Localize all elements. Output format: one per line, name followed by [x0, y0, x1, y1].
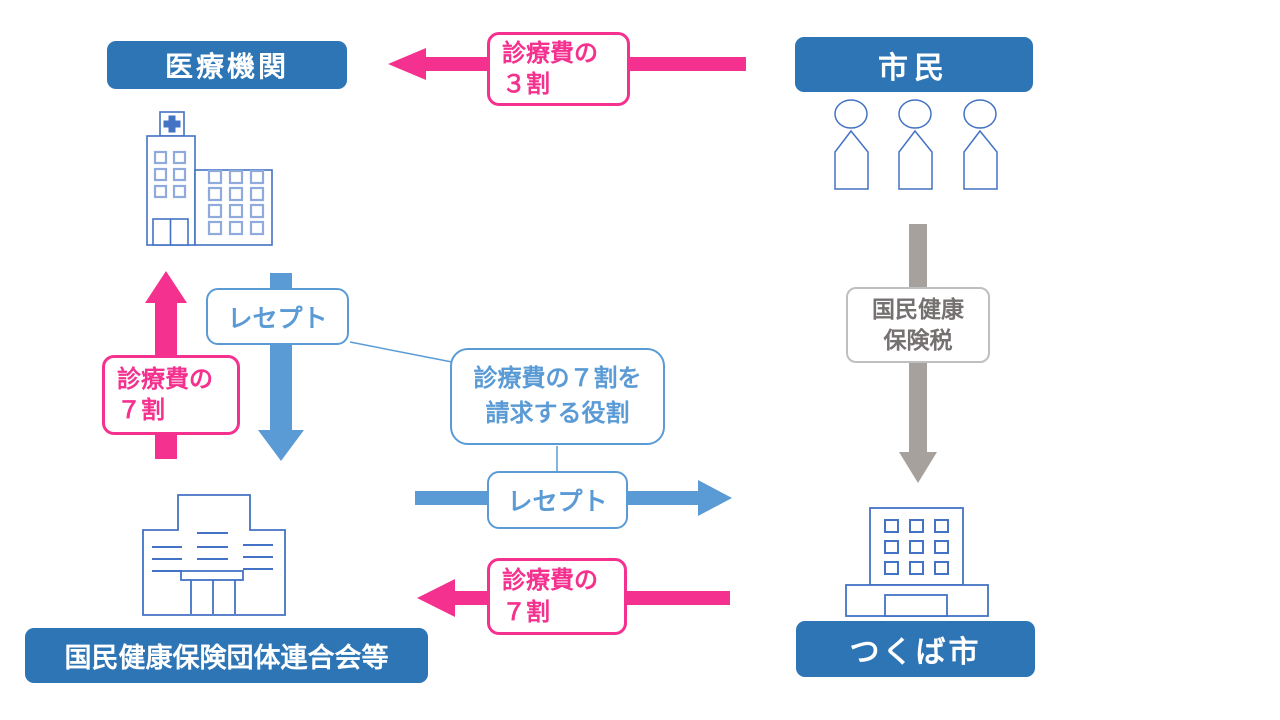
- fee-30-label-line2: ３割: [502, 71, 550, 98]
- fee-30-label-line1: 診療費の: [502, 39, 598, 67]
- fee-70-left-label: 診療費の ７割: [102, 355, 240, 435]
- fee-70-left-label-line1: 診療費の: [117, 365, 213, 393]
- insurance-tax-label: 国民健康 保険税: [846, 287, 990, 363]
- insurance-tax-label-line2: 保険税: [883, 327, 953, 353]
- hospital-icon: [146, 111, 273, 246]
- person-icon: [898, 99, 933, 190]
- city-hall-icon: [845, 507, 989, 617]
- callout-line-upper: [349, 341, 453, 363]
- node-tsukuba-city: つくば市: [796, 621, 1035, 677]
- receipt-lower-label: レセプト: [487, 471, 628, 529]
- annotation-box: 診療費の７割を 請求する役割: [450, 348, 665, 445]
- citizens-icon: [834, 99, 998, 190]
- person-icon: [963, 99, 998, 190]
- receipt-upper-label: レセプト: [206, 288, 349, 345]
- fee-70-bottom-label-line2: ７割: [502, 598, 550, 626]
- fee-70-bottom-label: 診療費の ７割: [487, 558, 627, 635]
- insurance-tax-label-line1: 国民健康: [872, 295, 964, 322]
- fee-70-bottom-label-line1: 診療費の: [502, 567, 598, 595]
- fee-30-label: 診療費の ３割: [487, 32, 630, 106]
- node-federation: 国民健康保険団体連合会等: [25, 628, 428, 683]
- annotation-line2: 請求する役割: [485, 399, 630, 427]
- annotation-line1: 診療費の７割を: [473, 364, 642, 392]
- receipt-down-arrow: [258, 273, 304, 461]
- federation-building-icon: [142, 494, 286, 616]
- node-medical-institution: 医療機関: [107, 41, 347, 89]
- person-icon: [834, 99, 869, 190]
- node-citizens: 市民: [795, 37, 1033, 92]
- fee-70-left-label-line2: ７割: [117, 397, 165, 424]
